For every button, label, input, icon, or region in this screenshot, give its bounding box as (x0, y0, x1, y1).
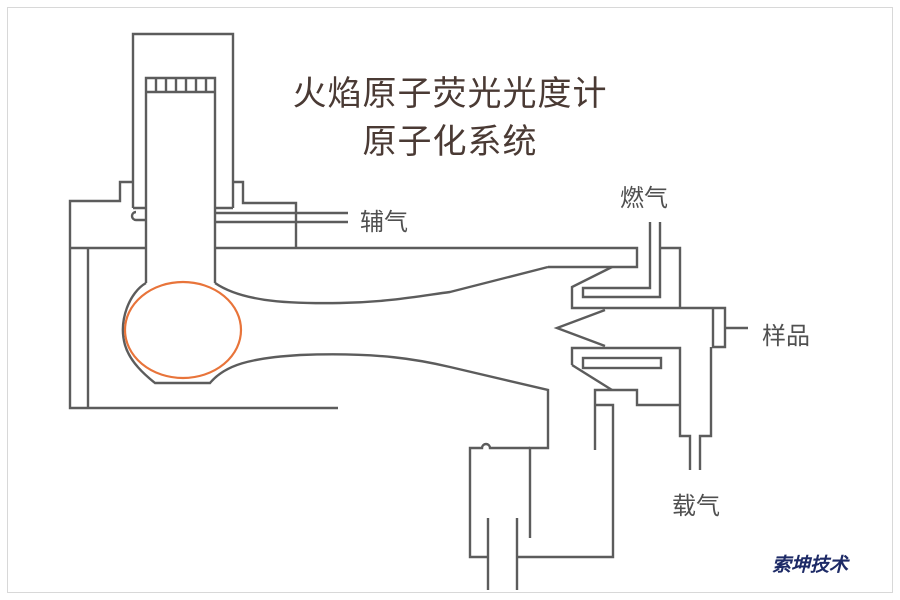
label-fuel-gas: 燃气 (620, 184, 668, 212)
flame-zone (123, 280, 243, 380)
chamber-bulb (121, 281, 550, 538)
housing-right (233, 180, 298, 248)
tube-grid (146, 78, 215, 94)
nozzle-lower (570, 346, 713, 470)
nozzle-upper (570, 246, 748, 349)
fuel-gas-pipe (581, 222, 662, 299)
channel-top (215, 246, 639, 269)
nozzle-slot (581, 356, 663, 370)
housing-inner-wall (70, 246, 146, 408)
auxiliary-gas-pipe (215, 211, 348, 224)
housing-left (68, 180, 338, 410)
outer-tube (131, 32, 235, 208)
border-frame (7, 7, 893, 593)
label-carrier-gas: 载气 (672, 492, 720, 520)
sample-needle (553, 308, 606, 348)
title-line-2: 原子化系统 (362, 122, 538, 162)
drain-box (468, 442, 530, 559)
nozzle-guide (571, 363, 613, 392)
inner-tube (144, 76, 217, 283)
label-auxiliary-gas: 辅气 (360, 208, 408, 236)
label-sample: 样品 (762, 322, 810, 350)
title-line-1: 火焰原子荧光光度计 (292, 74, 608, 114)
channel-upper-curve (214, 265, 549, 305)
watermark: 索坤技术 (772, 554, 849, 576)
drain-block (486, 388, 680, 590)
collar (130, 206, 233, 222)
